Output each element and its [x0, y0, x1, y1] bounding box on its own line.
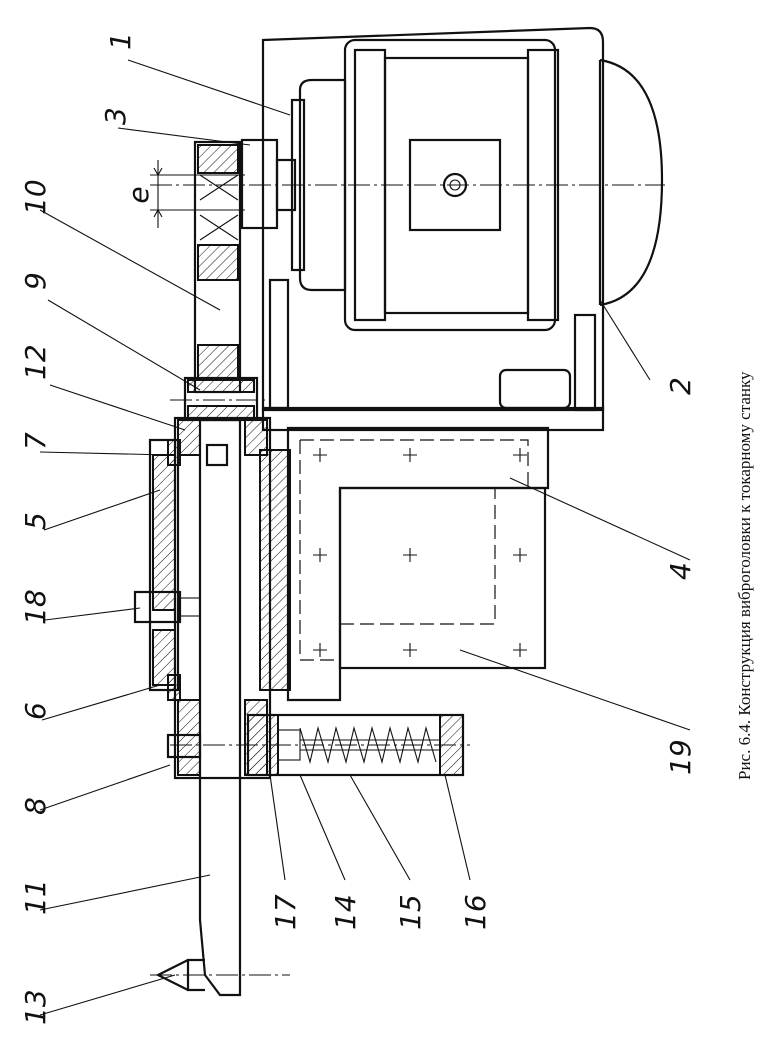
callout-7: 7 — [19, 432, 52, 450]
callout-11: 11 — [19, 879, 52, 915]
callout-2: 2 — [664, 377, 697, 395]
callout-18: 18 — [19, 589, 52, 625]
motor — [150, 26, 665, 412]
callout-3: 3 — [99, 107, 132, 125]
callout-15: 15 — [394, 894, 427, 930]
figure-caption: Рис. 6.4. Конструкция виброголовки к ток… — [735, 371, 754, 780]
dimension-e: e — [122, 160, 245, 228]
callouts: 1 3 10 9 12 7 5 18 6 8 11 13 17 14 15 16… — [19, 32, 697, 1025]
bearing — [170, 376, 270, 422]
callout-9: 9 — [19, 272, 52, 290]
dimension-label: e — [122, 186, 155, 203]
callout-1: 1 — [104, 32, 137, 50]
mounting-holes — [313, 448, 527, 657]
rod — [150, 418, 470, 997]
callout-5: 5 — [19, 512, 52, 530]
callout-12: 12 — [19, 344, 52, 380]
leader-lines — [39, 59, 691, 1016]
bracket — [286, 426, 550, 702]
callout-4: 4 — [664, 562, 697, 580]
callout-14: 14 — [329, 894, 362, 930]
callout-16: 16 — [459, 894, 492, 930]
spring-assembly — [246, 713, 465, 777]
callout-19: 19 — [664, 739, 697, 775]
callout-6: 6 — [19, 702, 52, 720]
eccentric-disk — [193, 138, 297, 394]
callout-17: 17 — [269, 894, 302, 930]
mounting-plate — [261, 406, 605, 432]
callout-13: 13 — [19, 989, 52, 1025]
callout-10: 10 — [19, 179, 52, 215]
callout-8: 8 — [19, 797, 52, 815]
